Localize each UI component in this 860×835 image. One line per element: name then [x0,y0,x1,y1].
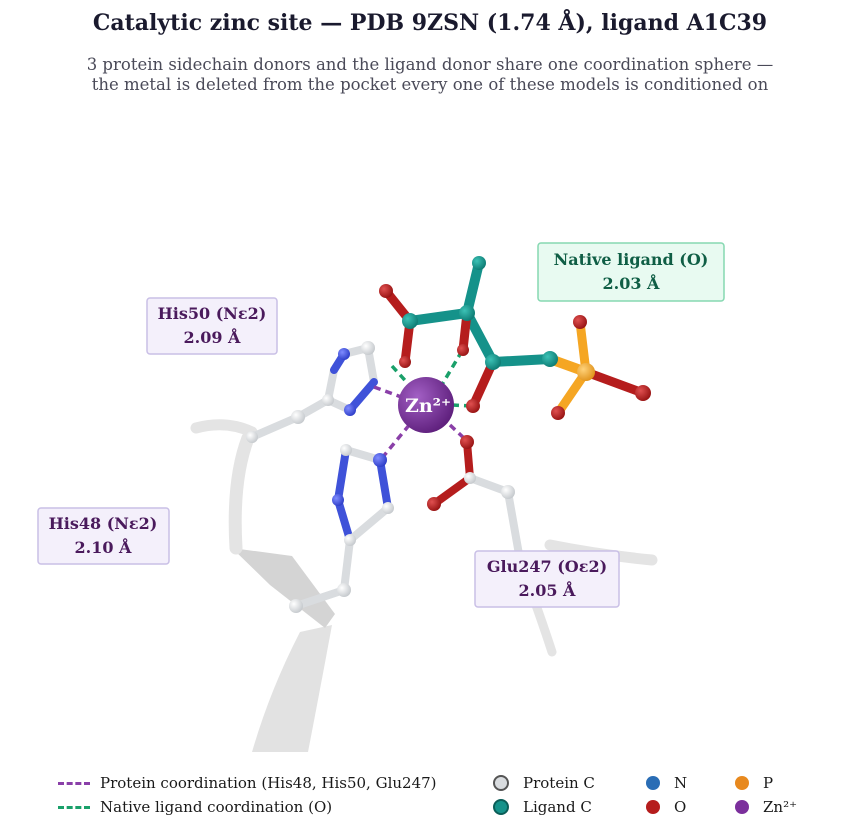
label-glu247-distance: 2.05 Å [519,579,577,600]
legend-zn-label: Zn²⁺ [763,798,798,816]
legend-protein-c: Protein C [493,774,595,792]
legend-ligand-c-marker [493,799,509,815]
legend-p: P [735,774,773,792]
legend-p-marker [735,776,749,790]
legend-zn: Zn²⁺ [735,798,797,816]
legend-n: N [646,774,687,792]
label-glu247-name: Glu247 (Oε2) [487,557,607,576]
label-ligand-distance: 2.03 Å [603,272,661,293]
label-his48-distance: 2.10 Å [75,536,133,557]
zinc-label: Zn²⁺ [405,395,451,417]
label-ligand-name: Native ligand (O) [554,250,709,269]
label-his48-name: His48 (Nε2) [49,514,158,533]
label-his50-distance: 2.09 Å [184,326,242,347]
label-ligand: Native ligand (O) 2.03 Å [537,242,725,302]
legend-ligand-c-label: Ligand C [523,798,592,816]
label-glu247: Glu247 (Oε2) 2.05 Å [474,550,620,608]
legend-ligand-coordination: Native ligand coordination (O) [58,798,332,816]
bond-his50 [373,385,405,400]
legend-protein-coordination-label: Protein coordination (His48, His50, Glu2… [100,774,437,792]
legend-ligand-c: Ligand C [493,798,592,816]
legend-o-marker [646,800,660,814]
figure-title: Catalytic zinc site — PDB 9ZSN (1.74 Å),… [92,10,768,36]
legend-zn-marker [735,800,749,814]
his50-sidechain [248,344,378,441]
legend-o: O [646,798,686,816]
bond-his48 [380,422,412,460]
legend-dash-ligand [58,805,90,809]
subtitle-line-1: 3 protein sidechain donors and the ligan… [86,55,774,74]
label-his50: His50 (Nε2) 2.09 Å [146,297,278,355]
legend-n-label: N [674,774,688,792]
subtitle-line-2: the metal is deleted from the pocket eve… [91,75,769,94]
glu247-sidechain [430,438,524,564]
bond-ligand-2 [438,350,464,389]
legend-o-label: O [674,798,687,816]
binding-site-scene: Zn²⁺ His50 (Nε2) 2.09 Å His48 (Nε2) 2.10… [37,242,725,752]
label-his50-name: His50 (Nε2) [158,304,267,323]
legend-ligand-coordination-label: Native ligand coordination (O) [100,798,333,816]
legend-p-label: P [763,774,774,792]
figure-subtitle: 3 protein sidechain donors and the ligan… [0,55,860,95]
legend-protein-c-label: Protein C [523,774,595,792]
zinc-ion [398,377,454,433]
atoms [246,256,651,613]
legend-protein-c-marker [493,775,509,791]
legend-n-marker [646,776,660,790]
label-his48: His48 (Nε2) 2.10 Å [37,507,170,565]
legend: Protein coordination (His48, His50, Glu2… [0,770,860,830]
legend-protein-coordination: Protein coordination (His48, His50, Glu2… [58,774,437,792]
legend-dash-protein [58,781,90,785]
